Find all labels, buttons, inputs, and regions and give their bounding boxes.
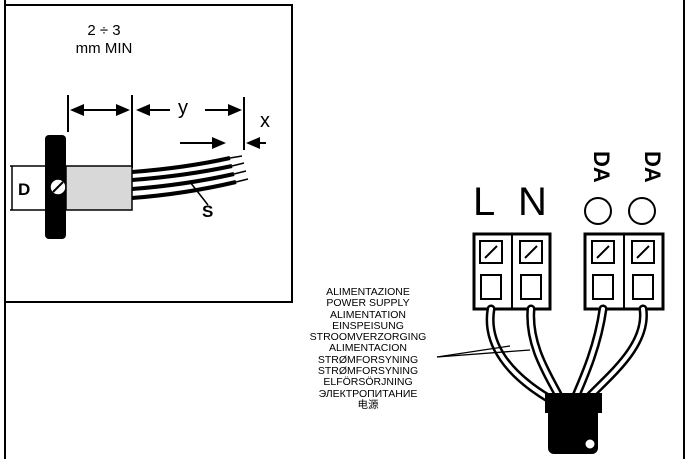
terminal-n-label: N <box>518 180 547 224</box>
terminal-block-ln <box>472 232 552 311</box>
power-supply-label: ALIMENTACION <box>329 342 407 355</box>
power-supply-label: ELFÖRSÖRJNING <box>323 376 413 389</box>
power-supply-label: STRØMFORSYNING <box>317 353 419 366</box>
da-circle-2 <box>628 197 656 225</box>
dimension-y-label: y <box>178 97 188 119</box>
power-supply-label: EINSPEISUNG <box>332 319 404 332</box>
power-supply-label: STRØMFORSYNING <box>317 365 419 378</box>
cable-gland <box>545 393 602 454</box>
terminal-block-da <box>583 232 665 311</box>
frame-lines <box>4 0 685 459</box>
diameter-d-label: D <box>18 180 31 199</box>
da-circle-1 <box>584 197 612 225</box>
power-supply-label-list: ALIMENTAZIONE POWER SUPPLY ALIMENTATION … <box>268 286 468 411</box>
label-leaders <box>436 345 531 358</box>
cable-sheath <box>65 165 133 211</box>
power-supply-label: 电源 <box>357 398 379 411</box>
supply-cables <box>485 304 648 403</box>
terminal-l-label: L <box>473 180 496 224</box>
power-supply-label: ALIMENTATION <box>329 308 407 321</box>
power-supply-label: ALIMENTAZIONE <box>326 286 410 298</box>
dimension-2-3mm-label: 2 ÷ 3 mm MIN <box>75 22 133 57</box>
power-supply-label: POWER SUPPLY <box>326 297 410 310</box>
cable-strip-detail <box>10 95 266 239</box>
power-supply-label: STROOMVERZORGING <box>309 331 427 344</box>
dimension-x-label: x <box>260 110 270 132</box>
terminal-da-1-label: DA <box>589 151 614 183</box>
power-supply-label: ЭЛЕКТРОПИТАНИЕ <box>318 387 418 400</box>
sheath-s-label: S <box>202 202 214 221</box>
terminal-da-2-label: DA <box>640 151 665 183</box>
